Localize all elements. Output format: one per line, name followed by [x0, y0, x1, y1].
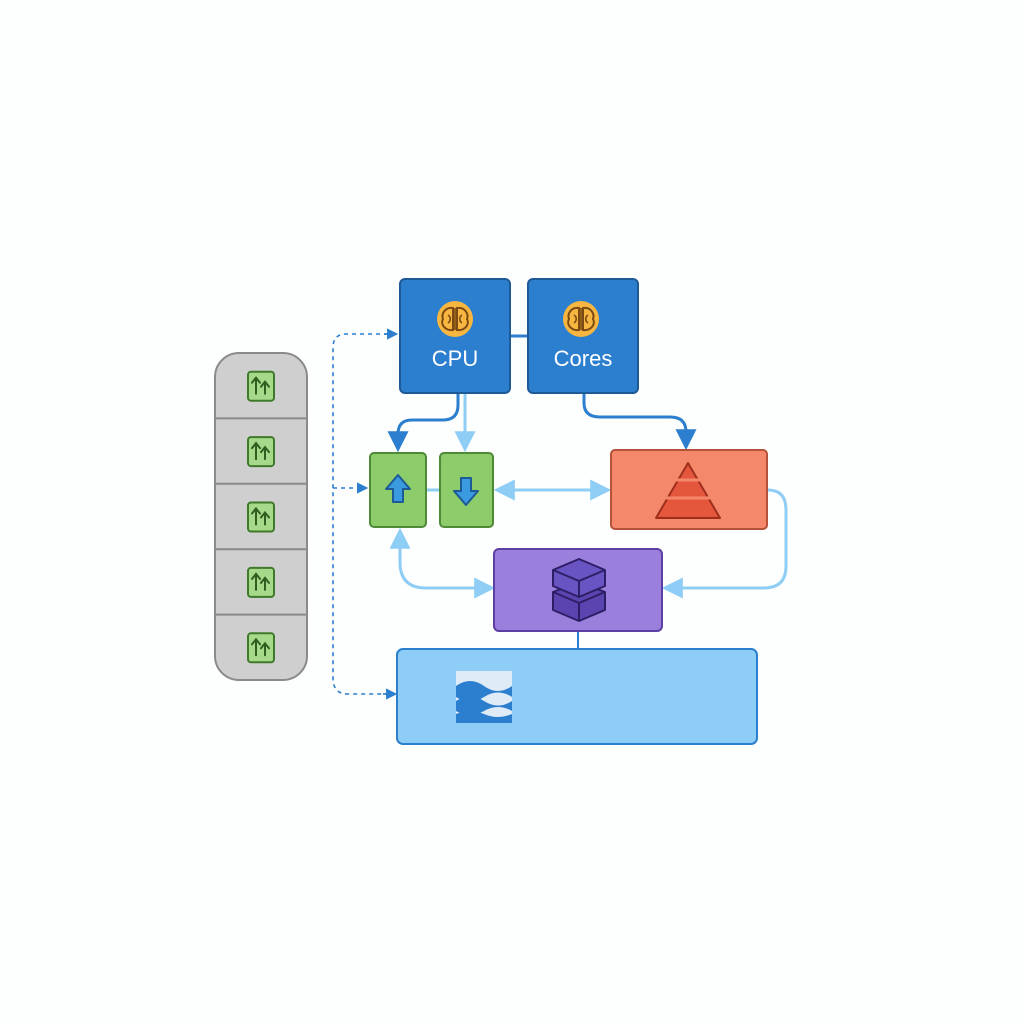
download-node[interactable] [439, 452, 494, 528]
brain-icon [437, 301, 473, 337]
connector-upload-storage [389, 527, 496, 599]
connector-cpu-to-upload [387, 393, 460, 453]
swap-arrows-icon [247, 566, 275, 598]
arrow-up-icon [385, 474, 411, 503]
queue-slots [215, 370, 307, 664]
swap-arrows-icon [247, 632, 275, 664]
cores-label: Cores [554, 346, 613, 371]
pyramid-icon [655, 462, 721, 519]
stream-box [396, 648, 758, 745]
cpu-node[interactable]: CPU [399, 278, 511, 394]
cores-node[interactable]: Cores [527, 278, 639, 394]
swap-arrows-icon [247, 370, 275, 402]
queue-stack [214, 352, 308, 681]
cpu-label: CPU [432, 346, 478, 371]
connector-cores-to-hierarchy [582, 393, 697, 451]
connectors [332, 328, 788, 700]
connector-hierarchy-storage [661, 488, 788, 599]
hierarchy-node[interactable] [610, 449, 768, 530]
stacked-layers-icon [552, 558, 606, 622]
swap-arrows-icon [247, 501, 275, 533]
arrow-down-icon [453, 477, 479, 506]
wave-icon [456, 671, 512, 723]
stream-node[interactable] [396, 648, 758, 745]
storage-node[interactable] [493, 548, 663, 632]
upload-node[interactable] [369, 452, 427, 528]
swap-arrows-icon [247, 436, 275, 468]
brain-icon [563, 301, 599, 337]
